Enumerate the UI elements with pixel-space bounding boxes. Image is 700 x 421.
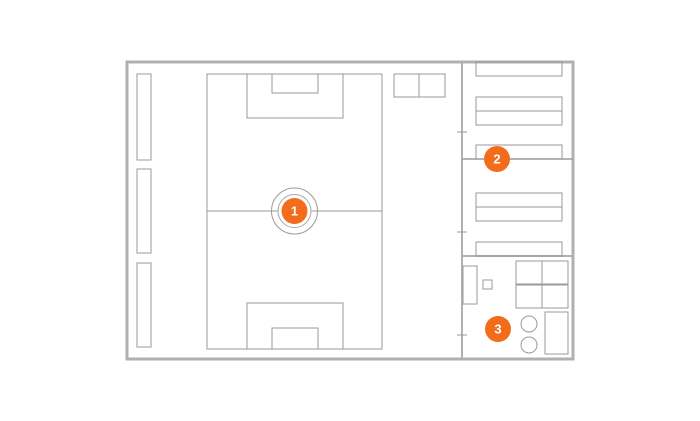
round-bin-2 (520, 336, 538, 354)
marker-1-badge (281, 198, 308, 224)
outer-wall (125, 60, 575, 361)
bench-2a (475, 96, 563, 112)
stand-bottom (136, 262, 152, 348)
marker-1: 1 (277, 194, 312, 228)
goal-area-top (271, 73, 319, 94)
goal-area-bottom (271, 327, 319, 350)
penalty-area-bottom (246, 302, 344, 350)
bench-4b (475, 206, 563, 222)
marker-3: 3 (485, 316, 511, 342)
round-bin-1 (520, 315, 538, 333)
door-marks (457, 131, 467, 336)
utility-desk (462, 265, 478, 305)
marker-2-label: 2 (493, 152, 500, 167)
bench-4a (475, 192, 563, 208)
centre-circle (271, 187, 318, 235)
bench-2b (475, 110, 563, 126)
utility-room (462, 260, 569, 355)
marker-1-label: 1 (291, 204, 298, 219)
marker-3-badge (485, 316, 511, 342)
utility-chair (482, 279, 493, 290)
bench-5 (475, 241, 563, 257)
bench-1 (475, 61, 563, 77)
changing-rooms (462, 61, 573, 257)
marker-2: 2 (484, 146, 510, 172)
left-stands (136, 73, 152, 348)
stand-middle (136, 168, 152, 254)
marker-3-label: 3 (494, 322, 501, 337)
location-markers: 1 2 3 (277, 146, 511, 342)
utility-cabinet (544, 311, 569, 355)
stand-top (136, 73, 152, 161)
marker-2-badge (484, 146, 510, 172)
penalty-area-top (246, 73, 344, 119)
cabinet-top (393, 73, 446, 98)
